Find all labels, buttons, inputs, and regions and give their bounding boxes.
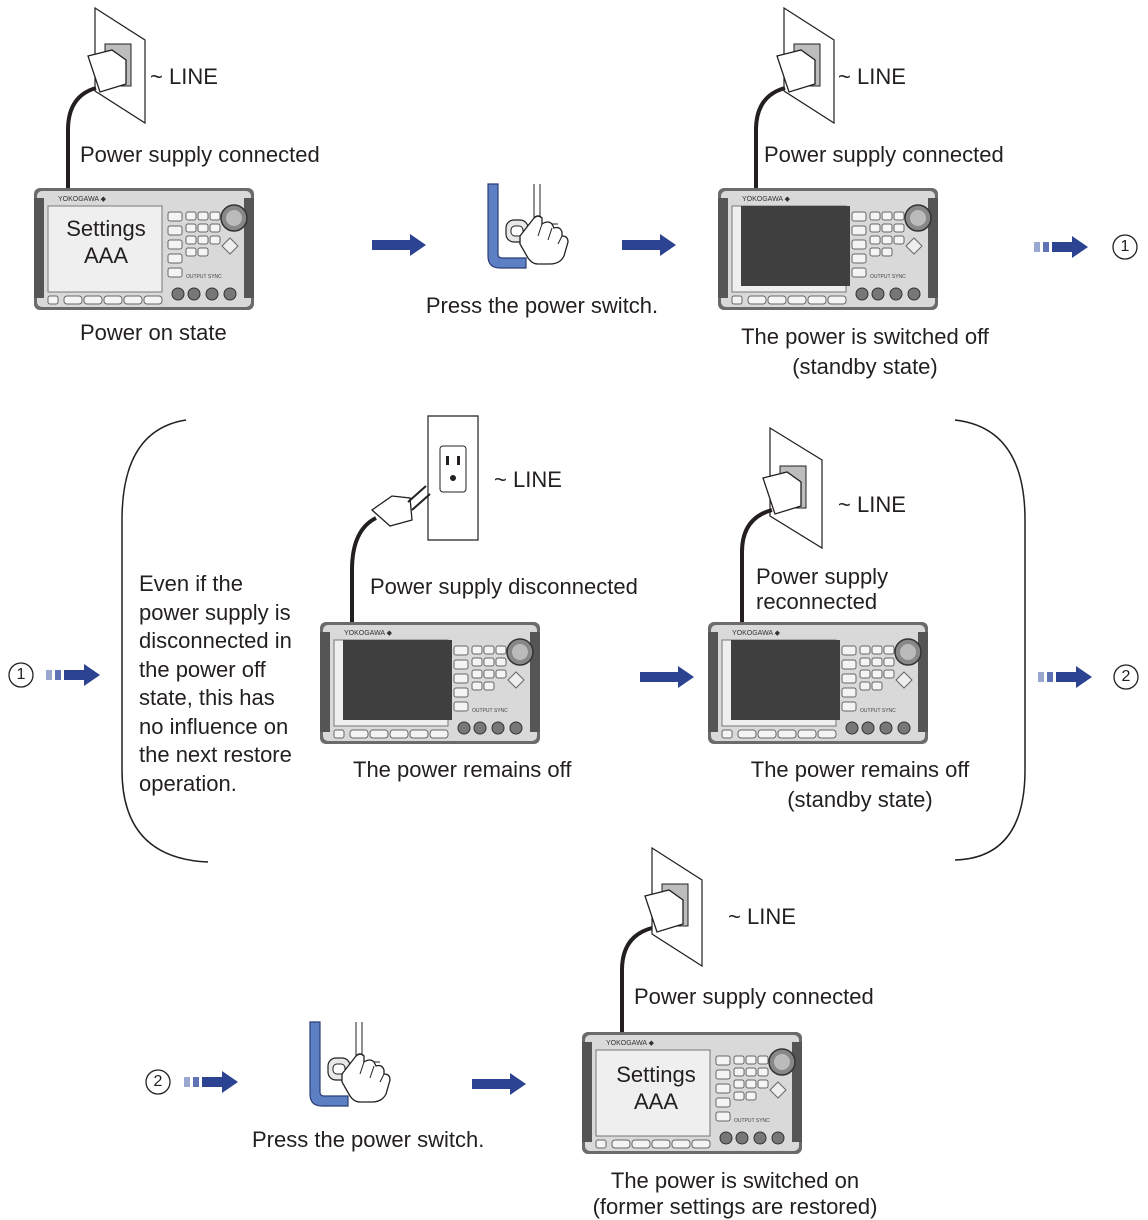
tilde-symbol: ~: [838, 64, 851, 89]
note-line: power supply is: [139, 599, 291, 625]
switched-off-label: The power is switched off: [741, 324, 989, 349]
screen-off: [343, 640, 452, 720]
wall-outlet-icon: [66, 6, 146, 190]
line-text: LINE: [856, 64, 906, 89]
arrow-icon: [372, 234, 426, 256]
bracket-right: [954, 419, 1026, 861]
note-line: the power off: [139, 656, 266, 682]
power-switch-icon: [309, 1021, 391, 1107]
wall-outlet-icon: [350, 415, 479, 628]
line-text: LINE: [856, 492, 906, 517]
marker-two: 2: [1121, 668, 1131, 685]
line-label: ~ LINE: [728, 904, 796, 930]
continue-arrow-icon: [1038, 666, 1092, 688]
bracket-left: [121, 419, 209, 863]
note-line: disconnected in: [139, 628, 292, 653]
marker-one: 1: [1120, 238, 1130, 255]
settings-value: AAA: [83, 243, 129, 268]
note-line: Even if the: [139, 571, 243, 596]
note-line: no influence on: [139, 713, 289, 739]
standby-label: (standby state): [792, 354, 938, 379]
arrow-icon: [472, 1073, 526, 1095]
tilde-symbol: ~: [728, 904, 741, 929]
power-connected-label: Power supply connected: [764, 142, 1004, 167]
wall-outlet-icon: [754, 6, 835, 190]
continue-arrow-icon: [1034, 236, 1088, 258]
note-line: state, this has: [139, 685, 275, 710]
remains-off-label: The power remains off: [353, 757, 572, 782]
power-switch-icon: [487, 183, 569, 269]
power-connected-label: Power supply connected: [80, 142, 320, 167]
tilde-symbol: ~: [150, 64, 163, 89]
marker-circle: [8, 662, 34, 688]
power-disconnected-label: Power supply disconnected: [370, 574, 638, 599]
line-label: ~ LINE: [838, 492, 906, 518]
screen-off: [731, 640, 840, 720]
settings-value: AAA: [633, 1089, 679, 1114]
marker-circle: [1113, 664, 1139, 690]
power-connected-label: Power supply connected: [634, 984, 874, 1009]
remains-off-label: The power remains off: [750, 757, 970, 782]
tilde-symbol: ~: [838, 492, 851, 517]
note-line: operation.: [139, 770, 237, 796]
marker-one: 1: [16, 666, 26, 683]
note-line: the next restore: [139, 742, 292, 767]
marker-two: 2: [153, 1073, 163, 1090]
marker-circle: [1112, 234, 1138, 260]
screen-off: [741, 206, 850, 286]
line-text: LINE: [746, 904, 796, 929]
line-text: LINE: [512, 467, 562, 492]
line-text: LINE: [168, 64, 218, 89]
arrow-icon: [622, 234, 676, 256]
standby-label: (standby state): [787, 787, 933, 812]
switched-on-label: The power is switched on: [610, 1168, 860, 1193]
wall-outlet-icon: [620, 846, 703, 1034]
line-label: ~ LINE: [494, 467, 562, 493]
line-label: ~ LINE: [150, 64, 218, 90]
line-label: ~ LINE: [838, 64, 906, 90]
note-text: Even if the power supply is disconnected…: [139, 570, 329, 798]
power-on-state-label: Power on state: [80, 320, 227, 345]
restored-label: (former settings are restored): [592, 1194, 878, 1219]
reconnected-label-line1: Power supply: [756, 564, 889, 589]
wall-outlet-icon: [740, 426, 823, 626]
arrow-icon: [640, 666, 694, 688]
reconnected-label-line2: reconnected: [756, 589, 878, 614]
settings-label: Settings: [66, 216, 146, 241]
press-switch-label: Press the power switch.: [425, 293, 659, 318]
settings-label: Settings: [616, 1062, 696, 1087]
continue-arrow-icon: [184, 1071, 238, 1093]
continue-arrow-icon: [46, 664, 100, 686]
press-switch-label: Press the power switch.: [252, 1127, 485, 1152]
tilde-symbol: ~: [494, 467, 507, 492]
marker-circle: [145, 1069, 171, 1095]
